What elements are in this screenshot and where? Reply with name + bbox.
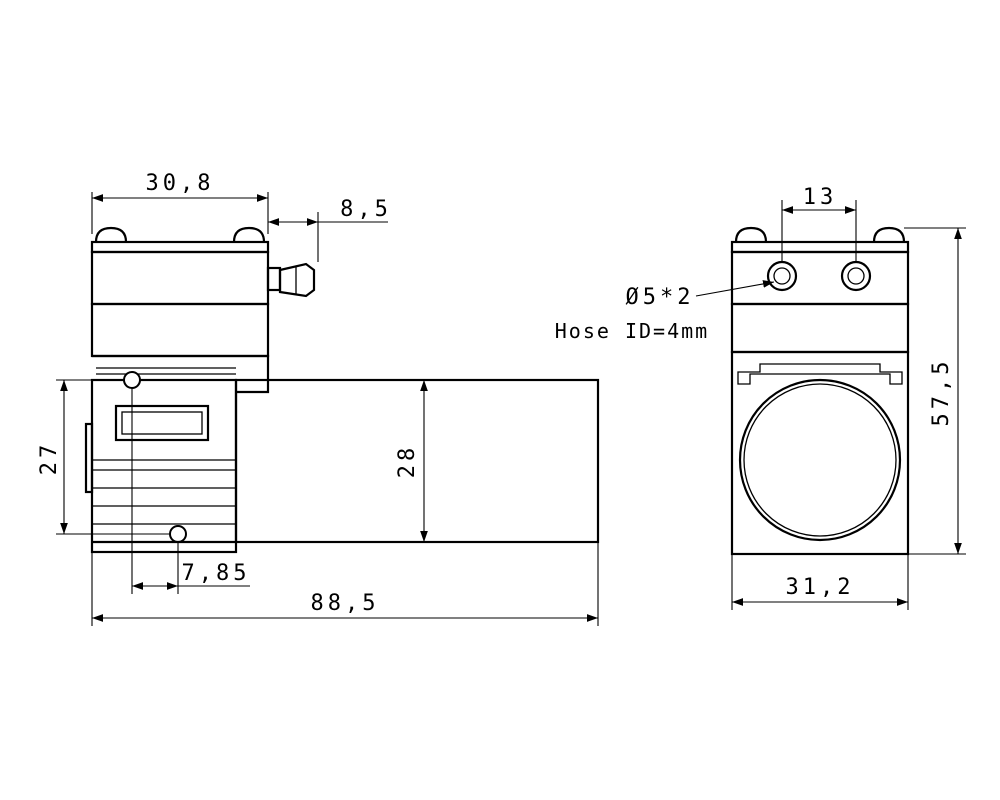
screw-cap-right [232, 226, 266, 243]
screw-cap-left [94, 226, 128, 243]
dim-port-spacing: 13 [803, 185, 838, 210]
hose-note: Hose ID=4mm [555, 319, 709, 343]
port-spec: Ø5*2 [626, 285, 695, 310]
dim-overall-length: 88,5 [311, 591, 380, 616]
nozzle [278, 262, 316, 298]
dim-nozzle-length: 8,5 [340, 197, 392, 222]
mount-hole-bottom [169, 525, 187, 543]
motor-face [738, 378, 902, 542]
port-left [766, 260, 798, 292]
housing-rim [737, 363, 903, 385]
front-view: 13 Ø5*2 Hose ID=4mm 57,5 31,2 [555, 185, 966, 610]
dim-front-width: 31,2 [786, 575, 855, 600]
valve-block [90, 302, 270, 358]
dim-motor-height: 28 [395, 444, 420, 479]
dim-top-width: 30,8 [146, 171, 215, 196]
front-head-block [730, 250, 910, 306]
side-view: 30,8 8,5 27 28 7,85 88,5 [37, 171, 600, 626]
dim-hole-offset: 7,85 [182, 561, 251, 586]
front-valve-block [730, 302, 910, 354]
port-right [840, 260, 872, 292]
body-connector [92, 354, 270, 394]
label-window [114, 404, 210, 442]
front-screw-cap-left [734, 226, 768, 243]
front-motor-housing [730, 350, 910, 556]
motor-body [234, 378, 600, 544]
head-block [90, 250, 270, 306]
dim-overall-height: 57,5 [929, 358, 954, 427]
front-screw-cap-right [872, 226, 906, 243]
port-leader [695, 280, 775, 297]
dim-hole-spacing: 27 [37, 441, 62, 476]
side-lug [84, 422, 94, 494]
mount-hole-top [123, 371, 141, 389]
head-top-plate [90, 240, 270, 254]
nozzle-base [266, 266, 282, 292]
